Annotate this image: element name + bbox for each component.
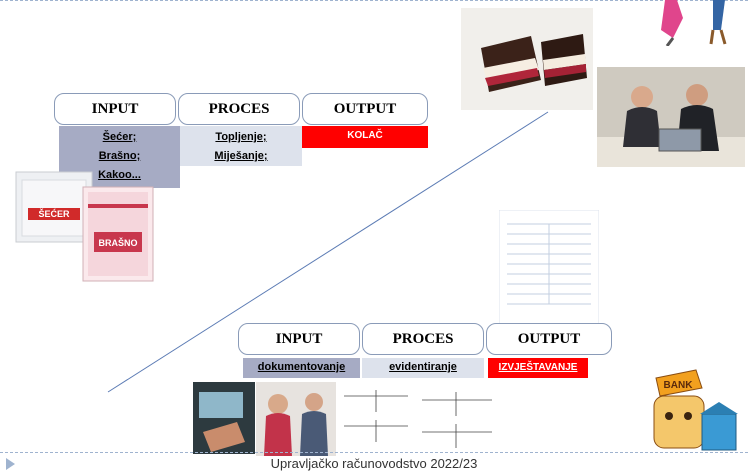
cake-image <box>461 8 593 110</box>
input-item-secer: Šećer; <box>102 131 137 143</box>
bottom-input-header: INPUT <box>238 323 360 355</box>
slide-marker-arrow-icon <box>6 458 15 470</box>
proces-item-mijesanje: Miješanje; <box>214 150 268 162</box>
bottom-output-header: OUTPUT <box>486 323 612 355</box>
top-proces-cell: Topljenje; Miješanje; <box>180 126 302 166</box>
bank-mascot-image: BANK <box>653 369 738 451</box>
figures-image <box>661 0 727 46</box>
atm-card-image <box>193 382 255 454</box>
input-item-brasno: Brašno; <box>98 150 141 162</box>
footer-text: Upravljačko računovodstvo 2022/23 <box>270 456 478 471</box>
flour-bag-image: BRAŠNO <box>82 186 154 282</box>
top-output-header: OUTPUT <box>302 93 428 125</box>
bottom-dashed-divider <box>0 452 748 453</box>
document-image <box>499 210 599 324</box>
bottom-output-cell: IZVJEŠTAVANJE <box>488 358 588 378</box>
sugar-bag-image: ŠEĆER <box>15 171 93 243</box>
flour-bag-label: BRAŠNO <box>98 237 137 248</box>
cashier-image <box>256 382 336 456</box>
ledger-image <box>338 382 498 454</box>
sugar-bag-label: ŠEĆER <box>38 208 70 219</box>
bottom-input-cell: dokumentovanje <box>243 358 360 378</box>
bank-sign-label: BANK <box>664 380 694 391</box>
top-input-header: INPUT <box>54 93 176 125</box>
bottom-proces-header: PROCES <box>362 323 484 355</box>
input-item-kakao: Kakoo... <box>98 169 141 181</box>
top-proces-header: PROCES <box>178 93 300 125</box>
business-people-image <box>597 67 745 167</box>
bottom-proces-cell: evidentiranje <box>362 358 484 378</box>
proces-item-topljenje: Topljenje; <box>215 131 267 143</box>
top-dashed-divider <box>0 0 748 1</box>
top-output-cell: KOLAČ <box>302 126 428 148</box>
